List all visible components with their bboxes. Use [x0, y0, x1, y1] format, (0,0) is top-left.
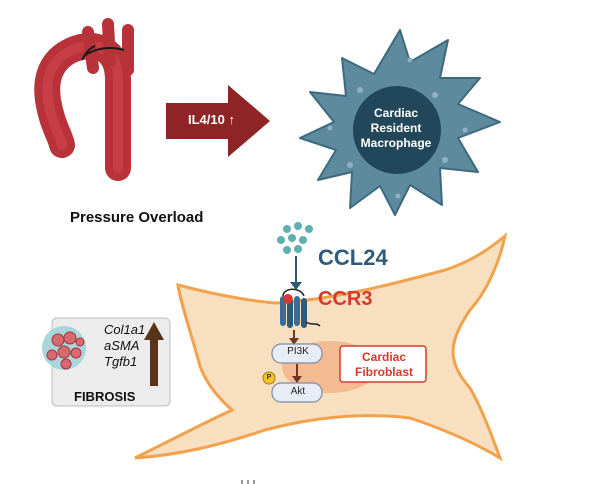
pi3k-box — [271, 343, 323, 364]
pi3k-label: PI3K — [287, 346, 309, 357]
cardiac-fibroblast-label: Cardiac Fibroblast — [344, 350, 424, 380]
fibroblast-label-line2: Fibroblast — [354, 365, 413, 379]
il-arrow — [166, 85, 270, 157]
akt-box — [271, 382, 323, 403]
phospho-label: P — [266, 374, 272, 381]
gene-col1a1: Col1a1 — [104, 322, 146, 337]
tissue-illustration — [42, 326, 86, 370]
pressure-overload-label: Pressure Overload — [70, 209, 204, 226]
cardiac-resident-macrophage — [299, 29, 501, 216]
upregulation-arrow — [144, 322, 164, 386]
aorta-illustration — [34, 18, 134, 181]
gene-tgfb1: Tgfb1 — [104, 354, 138, 369]
ccr3-receptor — [280, 288, 321, 328]
ccl24-dots — [277, 222, 313, 254]
macrophage-label: Cardiac Resident Macrophage — [352, 106, 440, 151]
phospho-badge — [262, 371, 276, 385]
ccr3-label: CCR3 — [318, 288, 373, 310]
macrophage-label-line1: Cardiac — [373, 106, 419, 120]
il4-10-label: IL4/10 ↑ — [188, 112, 235, 127]
bottom-marks — [241, 480, 255, 484]
ccl24-label: CCL24 — [318, 245, 388, 270]
fibroblast-label-line1: Cardiac — [361, 350, 407, 364]
macrophage-nucleus — [353, 86, 441, 174]
gene-asma: aSMA — [104, 338, 140, 353]
macrophage-label-line2: Resident — [370, 121, 422, 135]
fibroblast-label-box — [339, 345, 427, 383]
macrophage-label-line3: Macrophage — [360, 136, 432, 150]
fibrosis-gene-list: Col1a1 aSMA Tgfb1 — [104, 322, 145, 370]
fibrosis-label: FIBROSIS — [74, 389, 136, 404]
akt-label: Akt — [290, 386, 306, 397]
